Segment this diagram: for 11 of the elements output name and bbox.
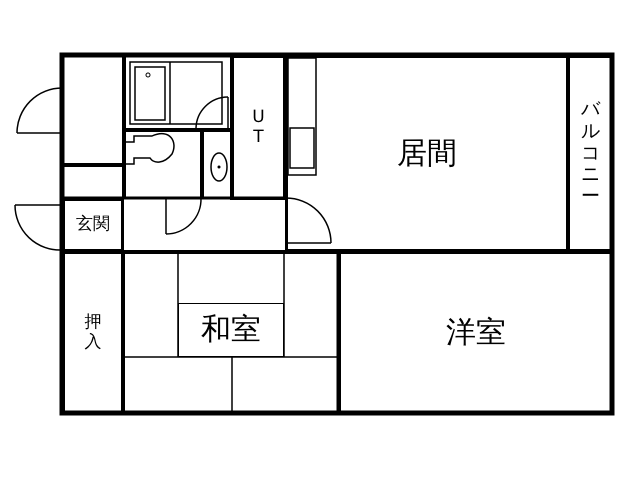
room-label: 押入 xyxy=(84,312,102,352)
room xyxy=(62,198,124,252)
room-label: 居間 xyxy=(397,138,457,170)
room-label: 洋室 xyxy=(446,316,506,348)
room xyxy=(178,303,284,357)
room-label: UT xyxy=(251,108,266,148)
room xyxy=(285,55,569,252)
room-label: バルコニー xyxy=(580,98,600,208)
room-label: 和室 xyxy=(201,314,261,346)
room xyxy=(230,55,287,200)
room-label: 玄関 xyxy=(76,216,110,234)
